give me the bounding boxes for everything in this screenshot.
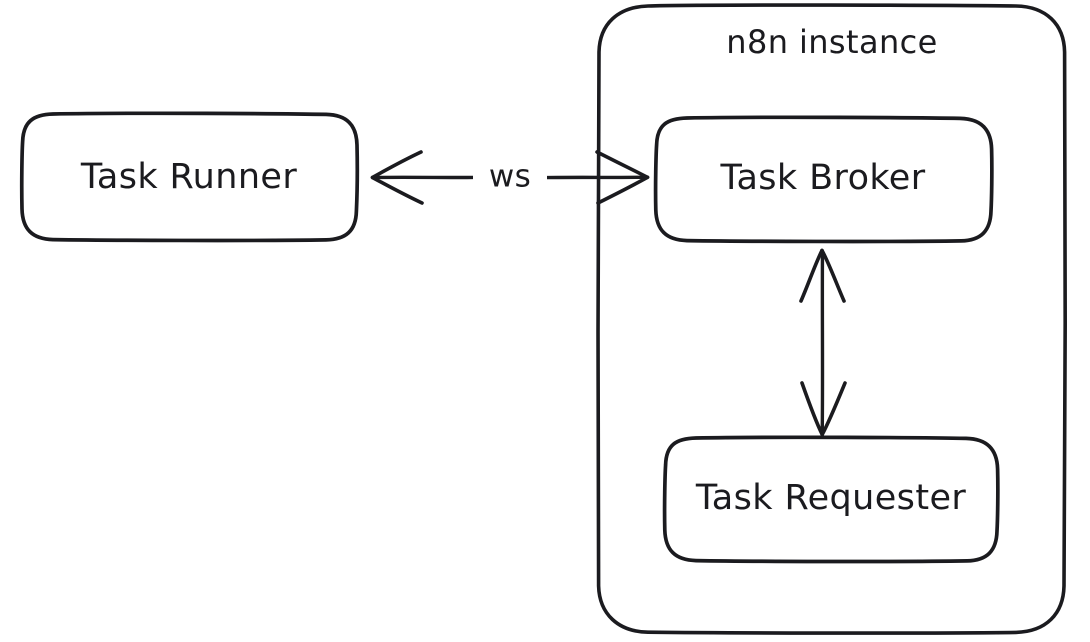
edge-runner-broker-arrowhead-right-top [595,150,650,180]
n8n-instance-label: n8n instance [726,23,937,61]
task-runner-border [19,111,360,243]
edge-runner-broker-arrowhead-left-bottom [370,175,424,205]
task-requester-label: Task Requester [695,478,967,518]
edge-runner-broker-arrowhead-right-bottom [596,175,650,205]
task-broker-border [653,115,994,244]
task-broker-label: Task Broker [719,158,925,198]
edge-broker-requester-arrowhead-down-right [820,381,847,437]
edge-runner-broker-arrowhead-left-top [370,150,423,180]
edge-runner-broker-label-backdrop [473,155,547,200]
edge-broker-requester[interactable] [799,248,847,437]
task-requester-border [662,435,1000,564]
edge-broker-requester-arrowhead-up-left [799,248,824,303]
edge-broker-requester-arrowhead-up-right [820,248,846,303]
task-runner-label: Task Runner [80,157,297,197]
node-task-requester[interactable]: Task Requester [662,435,1000,564]
edge-runner-broker[interactable]: ws [370,150,650,205]
edge-broker-requester-arrowhead-down-left [800,381,824,437]
node-task-runner[interactable]: Task Runner [19,111,360,243]
edge-runner-broker-label: ws [489,159,531,195]
node-task-broker[interactable]: Task Broker [653,115,994,244]
